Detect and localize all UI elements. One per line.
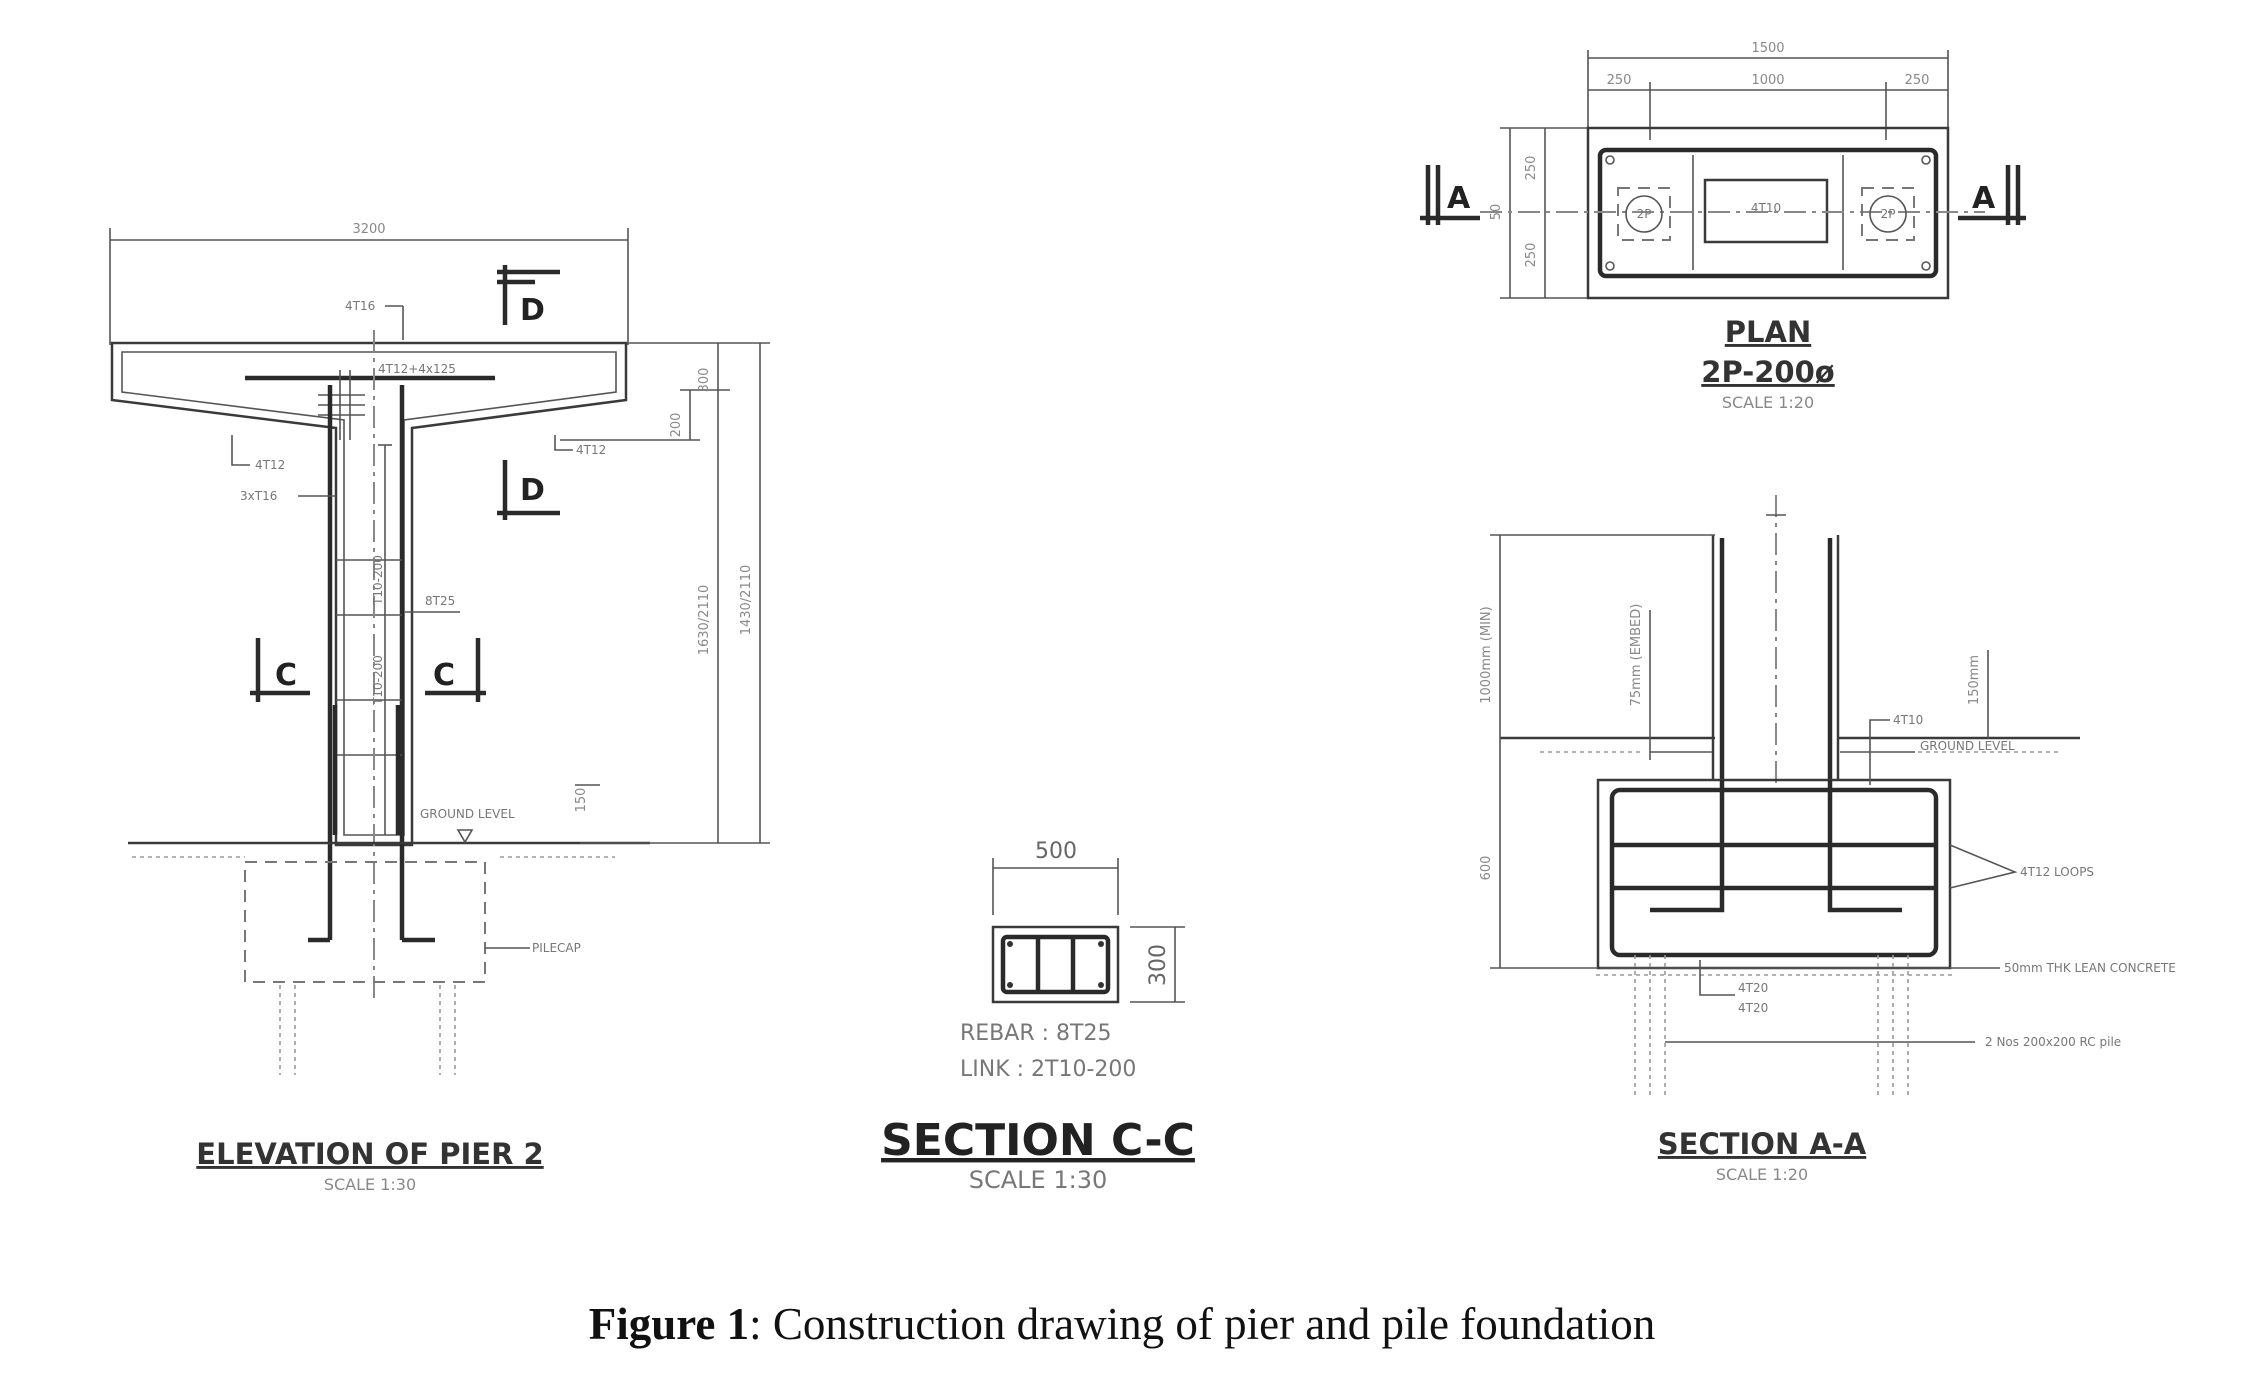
elevation-of-pier-view: 3200 GROUND LEVEL PILECAP xyxy=(109,222,770,1194)
plan-subtitle: 2P-200ø xyxy=(1701,355,1834,389)
section-aa-column-height-dim: 1000mm (MIN) xyxy=(1479,606,1494,703)
section-aa-callout-loops: 4T12 LOOPS xyxy=(2020,865,2094,879)
section-marker-d-top-label: D xyxy=(520,293,545,328)
section-aa-cap-depth-dim: 600 xyxy=(1479,856,1494,881)
section-aa-callout-top-bar: 4T10 xyxy=(1893,713,1923,727)
plan-left-dim: 250 xyxy=(1607,73,1632,88)
plan-right-dim: 250 xyxy=(1905,73,1930,88)
elevation-callout-side-right: 4T12 xyxy=(576,443,606,457)
section-aa-pile-left xyxy=(1634,955,1666,1095)
section-marker-c-left-label: C xyxy=(275,658,297,693)
plan-title: PLAN xyxy=(1725,315,1811,349)
elevation-pile-left xyxy=(279,985,296,1075)
plan-view: 1500 250 1000 250 250 50 250 4T10 2P xyxy=(1420,41,2026,412)
section-marker-a-left-label: A xyxy=(1447,181,1471,216)
section-aa-pile-right xyxy=(1877,955,1909,1095)
plan-pile-left: 2P xyxy=(1617,187,1671,241)
plan-side-top-dim: 250 xyxy=(1524,156,1539,181)
elevation-callout-main-bar: 4T12+4x125 xyxy=(378,362,456,376)
section-marker-d-bottom: D xyxy=(497,460,560,520)
section-aa-callout-bottom-bar-1: 4T20 xyxy=(1738,981,1768,995)
elevation-callout-col-spacing-2: T10-200 xyxy=(371,655,385,706)
figure-caption: Figure 1: Construction drawing of pier a… xyxy=(0,1298,2244,1350)
plan-pile-right: 2P xyxy=(1861,187,1915,241)
elevation-cap-depth-dim: 300 xyxy=(697,368,712,393)
elevation-title: ELEVATION OF PIER 2 xyxy=(196,1137,543,1171)
elevation-callout-top-bar: 4T16 xyxy=(345,299,375,313)
section-aa-scale: SCALE 1:20 xyxy=(1716,1165,1808,1184)
section-cc-view: 500 300 REBAR : 8T25 LINK : 2T10-200 SEC… xyxy=(881,839,1195,1194)
plan-scale: SCALE 1:20 xyxy=(1722,393,1814,412)
section-marker-a-right-label: A xyxy=(1972,181,1996,216)
elevation-height-dim-1: 1630/2110 xyxy=(697,585,712,656)
elevation-callout-col-bar: 8T25 xyxy=(425,594,455,608)
section-aa-callout-ground: GROUND LEVEL xyxy=(1920,739,2015,753)
section-marker-c-left: C xyxy=(250,638,310,702)
figure-caption-label: Figure 1 xyxy=(588,1299,750,1349)
elevation-callout-col-spacing: T10-200 xyxy=(371,555,385,606)
elevation-pilecap-label: PILECAP xyxy=(532,941,581,955)
figure-caption-text: : Construction drawing of pier and pile … xyxy=(749,1299,1656,1349)
section-cc-width-dim: 500 xyxy=(1035,839,1077,864)
section-aa-callout-piles: 2 Nos 200x200 RC pile xyxy=(1985,1035,2121,1049)
elevation-height-dim-2: 1430/2110 xyxy=(739,565,754,636)
section-aa-right-top-dim: 150mm xyxy=(1967,655,1982,705)
section-marker-d-top: D xyxy=(497,265,560,328)
elevation-pile-right xyxy=(439,985,456,1075)
section-marker-d-bottom-label: D xyxy=(520,473,545,508)
section-aa-view: 1000mm (MIN) 600 75mm (EMBED) 150mm 4T10… xyxy=(1479,495,2176,1184)
section-cc-scale: SCALE 1:30 xyxy=(969,1166,1107,1194)
elevation-haunch-dim: 200 xyxy=(669,413,684,438)
section-marker-c-right: C xyxy=(425,638,486,702)
section-marker-c-right-label: C xyxy=(433,658,455,693)
section-cc-rebar: REBAR : 8T25 xyxy=(960,1021,1111,1046)
section-aa-lap-length-dim: 75mm (EMBED) xyxy=(1629,604,1644,707)
elevation-callout-links: 3xT16 xyxy=(240,489,277,503)
section-cc-title: SECTION C-C xyxy=(881,1115,1195,1166)
section-aa-callout-lean-concrete: 50mm THK LEAN CONCRETE xyxy=(2004,961,2176,975)
elevation-top-width-dim: 3200 xyxy=(352,222,385,237)
elevation-scale: SCALE 1:30 xyxy=(324,1175,416,1194)
plan-middle-dim: 1000 xyxy=(1751,73,1784,88)
elevation-callout-side-left: 4T12 xyxy=(255,458,285,472)
section-cc-depth-dim: 300 xyxy=(1146,944,1171,986)
plan-pile-right-label: 2P xyxy=(1881,207,1896,221)
elevation-ground-label: GROUND LEVEL xyxy=(420,807,515,821)
elevation-ground-offset-dim: 150 xyxy=(574,788,589,813)
plan-pile-left-label: 2P xyxy=(1637,207,1652,221)
section-marker-a-left: A xyxy=(1420,165,1480,225)
section-marker-a-right: A xyxy=(1958,165,2026,225)
plan-overall-dim: 1500 xyxy=(1751,41,1784,56)
section-cc-link: LINK : 2T10-200 xyxy=(960,1057,1136,1082)
section-aa-callout-bottom-bar-2: 4T20 xyxy=(1738,1001,1768,1015)
plan-side-bottom-dim: 250 xyxy=(1524,243,1539,268)
section-aa-title: SECTION A-A xyxy=(1658,1127,1867,1161)
